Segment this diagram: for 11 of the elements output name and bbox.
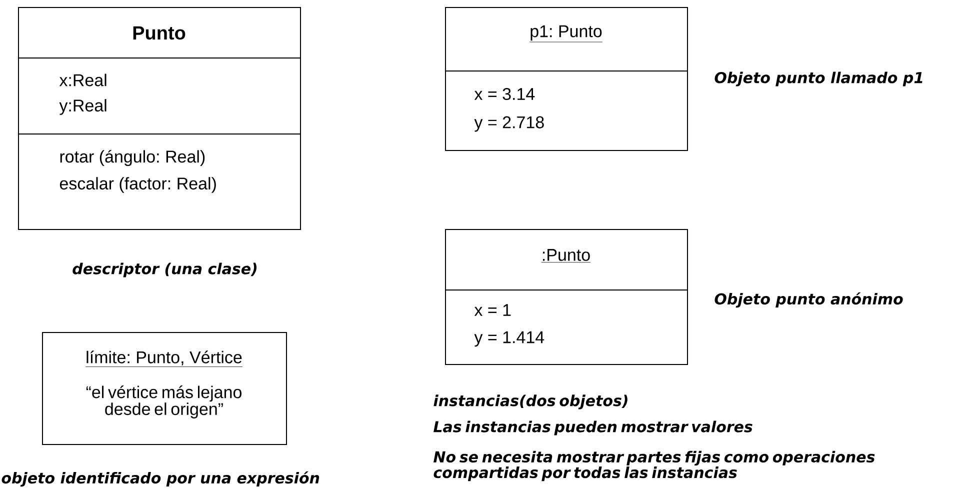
note-text: No se necesita mostrar partes fijas como operaciones compartidas por todas las instancias <box>434 450 875 482</box>
note-text: Las instancias pueden mostrar valores <box>434 420 752 436</box>
node-label: descriptor (una clase) <box>72 262 256 278</box>
node-label: Objeto punto anónimo <box>714 292 903 308</box>
class-box: Punto x:Real y:Real rotar (ángulo: Real) escalar (factor: Real) <box>18 7 301 230</box>
object-box: :Punto x = 1 y = 1.414 <box>444 229 688 365</box>
node-label: objeto identificado por una expresión <box>2 471 320 487</box>
object-box: límite: Punto, Vértice “el vértice más lejano desde el origen” <box>42 332 287 445</box>
node-label: Objeto punto llamado p1 <box>714 72 922 86</box>
note-text: instancias(dos objetos) <box>434 394 628 410</box>
object-box: p1: Punto x = 3.14 y = 2.718 <box>444 7 688 151</box>
